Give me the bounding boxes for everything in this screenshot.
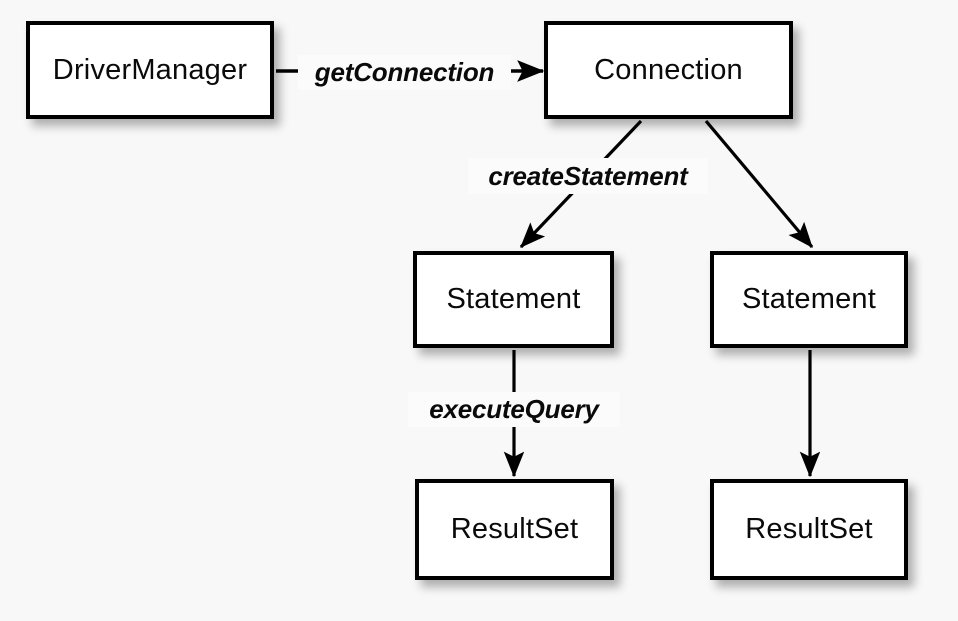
node-connection[interactable]: Connection <box>544 21 793 119</box>
node-resultset-right[interactable]: ResultSet <box>710 479 908 580</box>
node-connection-label: Connection <box>594 53 743 86</box>
node-statement-right-label: Statement <box>742 283 876 315</box>
node-statement-left[interactable]: Statement <box>413 251 614 348</box>
node-driver-manager[interactable]: DriverManager <box>26 21 274 119</box>
node-resultset-left-label: ResultSet <box>450 513 579 545</box>
edge-connection-statement-right <box>704 119 814 249</box>
node-resultset-right-label: ResultSet <box>745 513 873 545</box>
edge-label-getconnection: getConnection <box>298 55 511 90</box>
edge-label-executequery: executeQuery <box>408 392 620 427</box>
node-statement-left-label: Statement <box>446 283 581 315</box>
node-statement-right[interactable]: Statement <box>710 251 908 348</box>
node-driver-manager-label: DriverManager <box>52 53 248 86</box>
edge-label-createstatement: createStatement <box>468 158 708 194</box>
node-resultset-left[interactable]: ResultSet <box>415 479 614 580</box>
